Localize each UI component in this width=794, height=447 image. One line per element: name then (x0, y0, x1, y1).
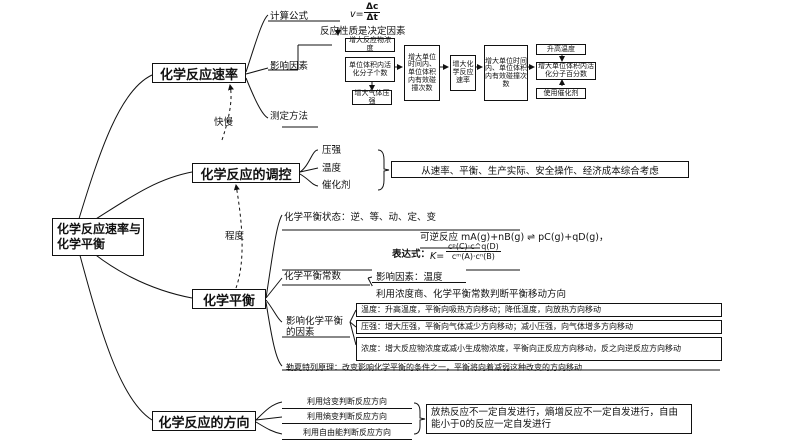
flow-inc-unit-volume-2-label: 增大单位时间内、单位体积内有效碰撞次数 (485, 56, 527, 88)
eq-k-fraction: cᵖ(C)·c^q(D) cᵐ(A)·cⁿ(B) (446, 242, 501, 261)
eq-k-denominator: cᵐ(A)·cⁿ(B) (451, 252, 495, 262)
eq-temp-rule-text: 温度：升高温度，平衡向吸热方向移动；降低温度，向放热方向移动 (361, 305, 601, 315)
formula-lhs: v= (350, 9, 364, 20)
direction-item-enthalpy-label: 利用焓变判断反应方向 (307, 397, 387, 407)
control-item-catalyst: 催化剂 (322, 180, 351, 191)
eq-pressure-rule: 压强：增大压强，平衡向气体减少方向移动；减小压强，向气体增多方向移动 (356, 320, 722, 334)
flow-inc-gas-pressure-label: 增大气体压强 (354, 88, 390, 105)
flow-inc-rate: 增大化学反应速率 (450, 55, 476, 91)
direction-node: 化学反应的方向 (152, 411, 256, 431)
link-speed: 快慢 (214, 117, 234, 128)
eq-conc-rule-text: 浓度：增大反应物浓度或减小生成物浓度，平衡向正反应方向移动，反之向逆反应方向移动 (361, 344, 681, 354)
control-note-text: 从速率、平衡、生产实际、安全操作、经济成本综合考虑 (421, 165, 659, 177)
control-node: 化学反应的调控 (192, 163, 300, 183)
direction-note-text: 放热反应不一定自发进行，熵增反应不一定自发进行，自由能小于0的反应一定自发进行 (431, 406, 679, 430)
root-title: 化学反应速率与化学平衡 (57, 222, 142, 251)
flow-inc-rate-label: 增大化学反应速率 (452, 60, 474, 84)
control-note: 从速率、平衡、生产实际、安全操作、经济成本综合考虑 (391, 161, 689, 178)
direction-note: 放热反应不一定自发进行，熵增反应不一定自发进行，自由能小于0的反应一定自发进行 (426, 404, 692, 434)
measure-label: 测定方法 (270, 111, 309, 122)
direction-item-entropy: 利用熵变判断反应方向 (282, 411, 412, 424)
flow-inc-unit-volume: 增大单位时间内、单位体积内有效碰撞次数 (404, 45, 440, 101)
eq-k-numerator: cᵖ(C)·c^q(D) (446, 242, 501, 253)
nature-text: 反应性质是决定因素 (320, 26, 406, 37)
rate-formula: Δc Δt (364, 2, 381, 24)
eq-shift-label: 影响化学平衡的因素 (286, 316, 344, 339)
flow-raise-temp: 升高温度 (536, 44, 586, 55)
eq-judge: 利用浓度商、化学平衡常数判断平衡移动方向 (372, 286, 682, 300)
equilibrium-title: 化学平衡 (202, 293, 255, 309)
eq-state: 化学平衡状态：逆、等、动、定、变 (284, 212, 437, 223)
flow-inc-fraction-label: 增大单位体积内活化分子百分数 (538, 62, 594, 78)
root-node: 化学反应速率与化学平衡 (52, 218, 144, 256)
eq-lechatelier: 勒夏特列原理：改变影响化学平衡的条件之一，平衡将向着减弱这种改变的方向移动 (286, 363, 582, 372)
formula-numerator: Δc (364, 2, 381, 14)
eq-factor-temp: 影响因素：温度 (372, 269, 466, 283)
flow-inc-unit-volume-label: 增大单位时间内、单位体积内有效碰撞次数 (408, 52, 436, 92)
flow-inc-conc: 增大反应物浓度 (345, 36, 395, 52)
flow-raise-temp-label: 升高温度 (547, 44, 575, 53)
eq-k-lhs: K= (430, 251, 445, 262)
calc-label: 计算公式 (270, 11, 309, 22)
link-degree: 程度 (225, 231, 245, 242)
flow-use-catalyst: 使用催化剂 (536, 88, 586, 99)
eq-conc-rule: 浓度：增大反应物浓度或减小生成物浓度，平衡向正反应方向移动，反之向逆反应方向移动 (356, 337, 722, 361)
direction-item-enthalpy: 利用焓变判断反应方向 (282, 396, 412, 409)
flow-unit-volume-count-label: 单位体积内活化分子个数 (349, 60, 391, 77)
eq-temp-rule: 温度：升高温度，平衡向吸热方向移动；降低温度，向放热方向移动 (356, 303, 722, 317)
direction-title: 化学反应的方向 (158, 415, 250, 431)
flow-inc-unit-volume-2: 增大单位时间内、单位体积内有效碰撞次数 (484, 45, 528, 101)
factor-label: 影响因素 (270, 61, 309, 72)
equilibrium-node: 化学平衡 (192, 289, 266, 309)
flow-use-catalyst-label: 使用催化剂 (543, 88, 579, 97)
eq-reaction: 可逆反应 mA(g)+nB(g) ⇌ pC(g)+qD(g)， (420, 232, 609, 243)
rate-title: 化学反应速率 (159, 67, 238, 83)
direction-item-free-energy-label: 利用自由能判断反应方向 (303, 428, 391, 438)
control-item-pressure: 压强 (322, 145, 342, 156)
flow-inc-gas-pressure: 增大气体压强 (352, 88, 392, 105)
control-item-temp: 温度 (322, 163, 342, 174)
direction-item-free-energy: 利用自由能判断反应方向 (282, 427, 412, 440)
direction-item-entropy-label: 利用熵变判断反应方向 (307, 412, 387, 422)
rate-node: 化学反应速率 (152, 63, 246, 83)
eq-constant-label: 化学平衡常数 (284, 271, 342, 282)
eq-expr-label: 表达式： (392, 249, 431, 260)
flow-inc-conc-label: 增大反应物浓度 (349, 36, 391, 52)
eq-judge-text: 利用浓度商、化学平衡常数判断平衡移动方向 (376, 289, 567, 300)
control-title: 化学反应的调控 (200, 167, 292, 183)
flow-inc-fraction: 增大单位体积内活化分子百分数 (536, 62, 596, 80)
formula-denominator: Δt (366, 13, 378, 24)
flow-unit-volume-count: 单位体积内活化分子个数 (345, 57, 395, 82)
eq-pressure-rule-text: 压强：增大压强，平衡向气体减少方向移动；减小压强，向气体增多方向移动 (361, 322, 633, 332)
eq-factor-temp-text: 影响因素：温度 (376, 271, 443, 283)
